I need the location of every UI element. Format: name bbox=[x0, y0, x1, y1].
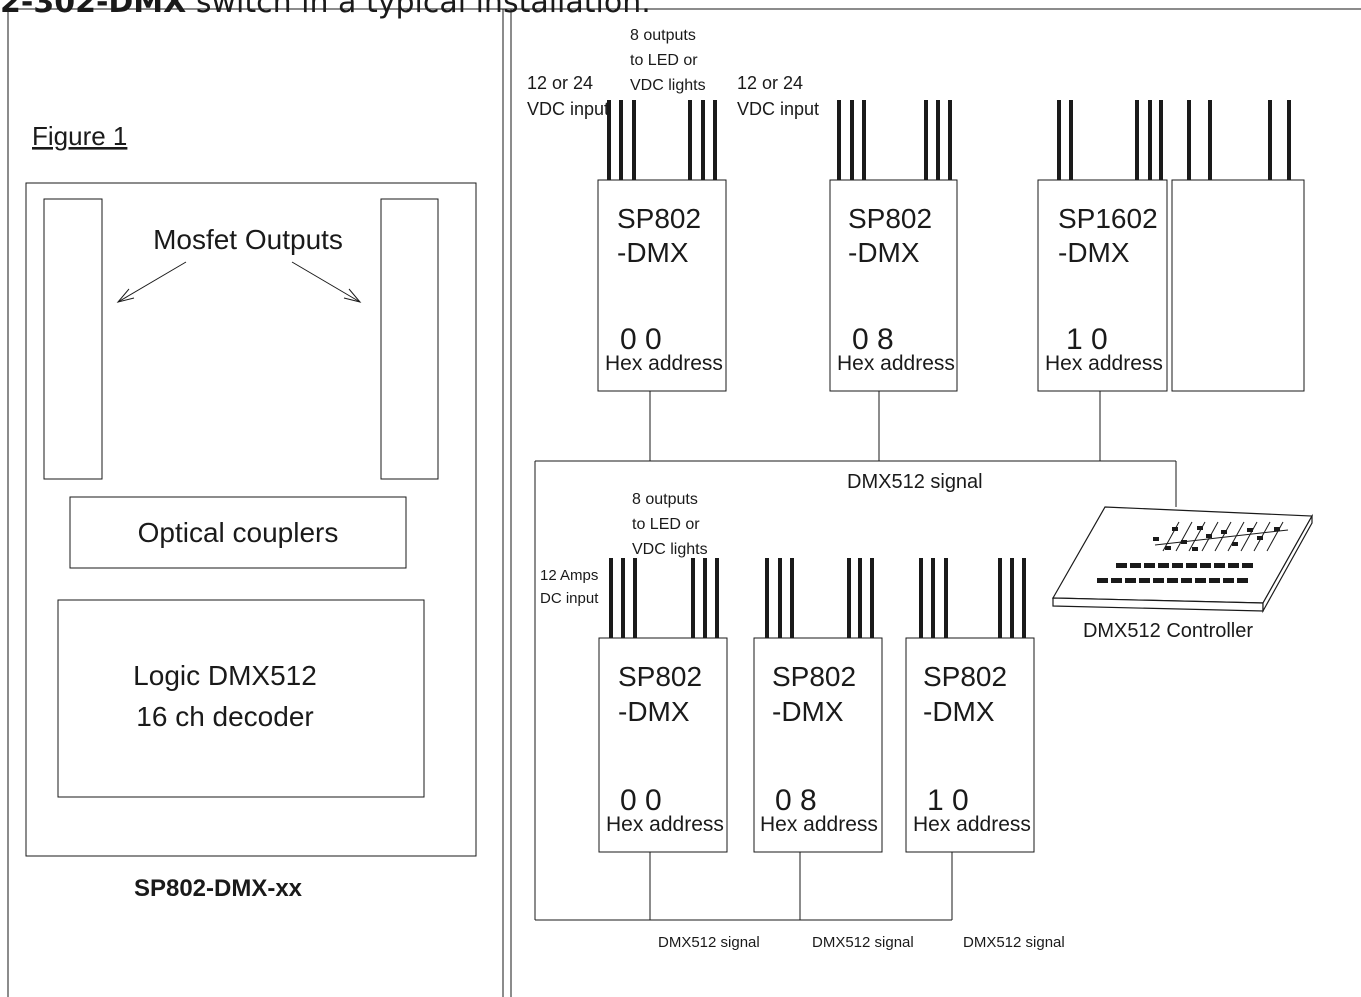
top-module-2-address: 0 8 bbox=[852, 323, 894, 356]
top-outputs-note-2: to LED or bbox=[630, 52, 698, 69]
top-signal-label: DMX512 signal bbox=[847, 471, 983, 493]
top-module-2: SP802 -DMX 0 8 Hex address bbox=[829, 100, 958, 392]
mosfet-block-right bbox=[380, 198, 439, 480]
bottom-dmx-bus bbox=[535, 852, 953, 921]
logic-line1: Logic DMX512 bbox=[133, 660, 317, 691]
bottom-signal-label-2: DMX512 signal bbox=[812, 934, 914, 951]
page-header: 2-302-DMX switch in a typical installati… bbox=[0, 0, 651, 20]
bottom-module-1-box bbox=[598, 637, 728, 853]
figure-label: Figure 1 bbox=[32, 121, 127, 151]
bottom-module-1-addr-label: Hex address bbox=[606, 813, 724, 836]
bottom-module-3-name1: SP802 bbox=[923, 661, 1007, 692]
left-panel: Figure 1 Mosfet Outputs Optical couplers… bbox=[25, 121, 477, 902]
arrow-right bbox=[291, 261, 362, 303]
top-module-2-name2: -DMX bbox=[848, 237, 920, 268]
arrow-left bbox=[116, 261, 187, 303]
bottom-module-2-box bbox=[753, 637, 883, 853]
top-module-2-box bbox=[829, 179, 958, 392]
bottom-module-1: SP802 -DMX 0 0 Hex address bbox=[598, 558, 728, 853]
top-module-2-addr-label: Hex address bbox=[837, 352, 955, 375]
top-module-1-name1: SP802 bbox=[617, 203, 701, 234]
top-module-3-box bbox=[1037, 179, 1168, 392]
bottom-module-1-address: 0 0 bbox=[620, 784, 662, 817]
button-row-1 bbox=[1116, 563, 1253, 568]
dmx-controller: DMX512 Controller bbox=[1051, 506, 1314, 642]
bottom-module-3: SP802 -DMX 1 0 Hex address bbox=[905, 558, 1035, 853]
bottom-module-2-name2: -DMX bbox=[772, 696, 844, 727]
top-module-2-name1: SP802 bbox=[848, 203, 932, 234]
bottom-signal-label-3: DMX512 signal bbox=[963, 934, 1065, 951]
bottom-module-2-address: 0 8 bbox=[775, 784, 817, 817]
bottom-module-3-address: 1 0 bbox=[927, 784, 969, 817]
logic-decoder-block bbox=[57, 599, 425, 798]
mosfet-label: Mosfet Outputs bbox=[153, 224, 343, 255]
bottom-outputs-note-3: VDC lights bbox=[632, 541, 708, 558]
top-module-1-address: 0 0 bbox=[620, 323, 662, 356]
bottom-module-1-name2: -DMX bbox=[618, 696, 690, 727]
top-outputs-note-1: 8 outputs bbox=[630, 27, 696, 44]
top-input-right-1: 12 or 24 bbox=[737, 73, 803, 93]
top-module-3-address: 1 0 bbox=[1066, 323, 1108, 356]
bottom-module-2: SP802 -DMX 0 8 Hex address bbox=[753, 558, 883, 853]
fader-knobs bbox=[1153, 526, 1280, 551]
bottom-signal-label-1: DMX512 signal bbox=[658, 934, 760, 951]
top-input-right-2: VDC input bbox=[737, 99, 819, 119]
controller-label: DMX512 Controller bbox=[1083, 620, 1253, 642]
top-module-3-addr-label: Hex address bbox=[1045, 352, 1163, 375]
mosfet-block-left bbox=[43, 198, 103, 480]
top-module-3-name2: -DMX bbox=[1058, 237, 1130, 268]
bottom-input-label-2: DC input bbox=[540, 590, 599, 607]
header-rest: switch in a typical installation. bbox=[186, 0, 650, 20]
bottom-module-1-name1: SP802 bbox=[618, 661, 702, 692]
bottom-row: 8 outputs to LED or VDC lights 12 Amps D… bbox=[534, 461, 1065, 951]
bottom-module-3-addr-label: Hex address bbox=[913, 813, 1031, 836]
optical-label: Optical couplers bbox=[138, 517, 339, 548]
bottom-outputs-note-2: to LED or bbox=[632, 516, 700, 533]
bottom-module-3-name2: -DMX bbox=[923, 696, 995, 727]
bottom-module-2-addr-label: Hex address bbox=[760, 813, 878, 836]
top-module-3-extension-box bbox=[1171, 179, 1305, 392]
bottom-module-2-name1: SP802 bbox=[772, 661, 856, 692]
bottom-module-3-box bbox=[905, 637, 1035, 853]
top-module-1: SP802 -DMX 0 0 Hex address bbox=[597, 100, 727, 392]
optical-couplers-block bbox=[69, 496, 407, 569]
top-module-1-name2: -DMX bbox=[617, 237, 689, 268]
logic-line2: 16 ch decoder bbox=[136, 701, 313, 732]
top-module-3: SP1602 -DMX 1 0 Hex address bbox=[1037, 100, 1305, 392]
top-input-left-2: VDC input bbox=[527, 99, 609, 119]
top-row: 12 or 24 VDC input 8 outputs to LED or V… bbox=[527, 27, 1305, 507]
top-module-1-addr-label: Hex address bbox=[605, 352, 723, 375]
top-module-3-name1: SP1602 bbox=[1058, 203, 1158, 234]
board-caption: SP802-DMX-xx bbox=[134, 875, 303, 902]
header-bold: 2-302-DMX bbox=[0, 0, 186, 20]
top-module-1-box bbox=[597, 179, 727, 392]
button-row-2 bbox=[1097, 578, 1248, 583]
bottom-input-label-1: 12 Amps bbox=[540, 567, 598, 584]
bottom-outputs-note-1: 8 outputs bbox=[632, 491, 698, 508]
top-outputs-note-3: VDC lights bbox=[630, 77, 706, 94]
top-input-left-1: 12 or 24 bbox=[527, 73, 593, 93]
top-dmx-bus bbox=[535, 391, 1177, 507]
